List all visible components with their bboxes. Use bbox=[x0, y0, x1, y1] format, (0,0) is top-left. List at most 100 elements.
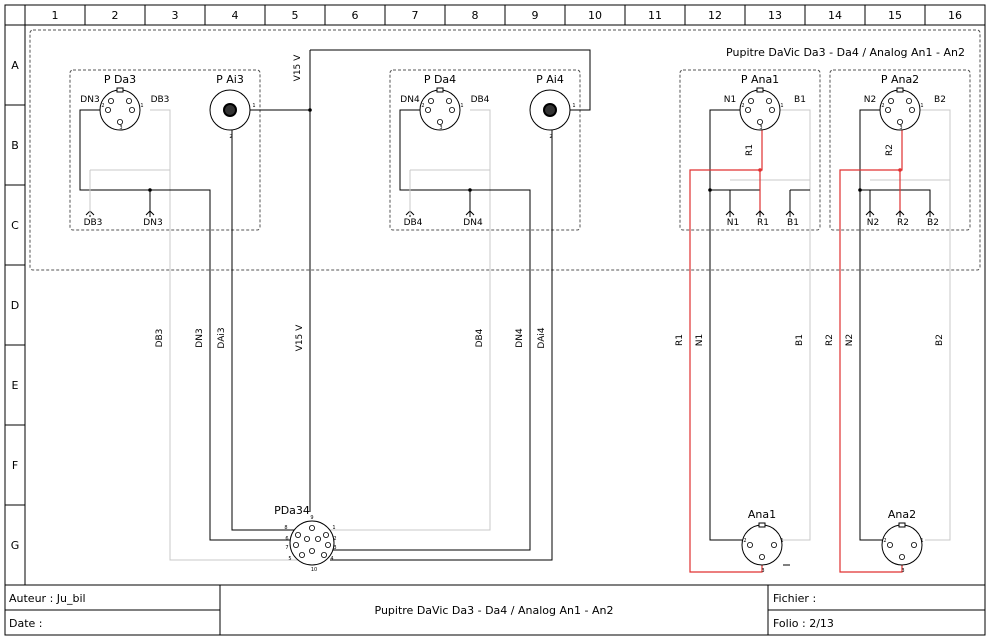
wire-label-n2: N2 bbox=[845, 334, 855, 346]
column-header: 1 bbox=[52, 9, 59, 22]
wire-label-n1: N1 bbox=[695, 334, 705, 346]
pin-label-right: B2 bbox=[934, 95, 946, 105]
row-header: A bbox=[11, 59, 19, 72]
pin-number: 3 bbox=[333, 545, 336, 551]
pin-number: 3 bbox=[439, 125, 442, 131]
column-header: 5 bbox=[292, 9, 299, 22]
wire-label-db4: DB4 bbox=[475, 328, 485, 347]
frame-da3 bbox=[69, 69, 261, 231]
pin-number: 1 bbox=[780, 538, 783, 544]
pin-label-right: DB4 bbox=[471, 95, 490, 105]
terminal-label: R1 bbox=[757, 218, 769, 228]
pin-number: 2 bbox=[333, 536, 336, 542]
pin-number: 2 bbox=[101, 103, 104, 109]
pin-label-left: N2 bbox=[864, 95, 876, 105]
pin-number: 1 bbox=[920, 538, 923, 544]
pin-number: 1 bbox=[460, 103, 463, 109]
pin-number: 3 bbox=[759, 125, 762, 131]
pin-number: 1 bbox=[780, 103, 783, 109]
pin-number: 2 bbox=[229, 134, 232, 140]
pin-number: 2 bbox=[421, 103, 424, 109]
terminal-label: N2 bbox=[867, 218, 879, 228]
connector-name: Ana1 bbox=[748, 508, 776, 521]
terminal: R1 bbox=[755, 210, 769, 228]
pin-number: 7 bbox=[285, 545, 288, 551]
connector-name: P Ai3 bbox=[216, 73, 244, 86]
pin-number: 1 bbox=[140, 103, 143, 109]
pin-number: 3 bbox=[119, 125, 122, 131]
author-field: Auteur : Ju_bil bbox=[9, 592, 86, 605]
cartouche-title: Pupitre DaVic Da3 - Da4 / Analog An1 - A… bbox=[375, 604, 614, 617]
wire-label-v15: V15 V bbox=[295, 324, 305, 351]
wire-label-dai4: DAi4 bbox=[537, 327, 547, 348]
folio-field: Folio : 2/13 bbox=[773, 617, 834, 630]
terminal: DN3 bbox=[143, 210, 163, 228]
column-header: 13 bbox=[768, 9, 782, 22]
connector-name: P Ana1 bbox=[741, 73, 779, 86]
row-header: G bbox=[11, 539, 20, 552]
connector-pai3: P Ai3 1 2 bbox=[209, 73, 256, 140]
junctions bbox=[148, 108, 902, 192]
connector-name: P Ai4 bbox=[536, 73, 564, 86]
frame-da4 bbox=[389, 69, 581, 231]
column-header: 12 bbox=[708, 9, 722, 22]
pin-number: 3 bbox=[899, 125, 902, 131]
terminal-label: N1 bbox=[727, 218, 739, 228]
pin-label-left: DN4 bbox=[400, 95, 420, 105]
date-field: Date : bbox=[9, 617, 43, 630]
row-header: D bbox=[11, 299, 19, 312]
console-frame bbox=[29, 29, 981, 271]
pin-number: 1 bbox=[252, 103, 255, 109]
terminal: R2 bbox=[895, 210, 909, 228]
column-header: 11 bbox=[648, 9, 662, 22]
pin-number: 3 bbox=[901, 568, 904, 574]
terminal: B2 bbox=[925, 210, 939, 228]
wire-label-b1: B1 bbox=[795, 334, 805, 346]
connector-name: Ana2 bbox=[888, 508, 916, 521]
terminal: N1 bbox=[725, 210, 739, 228]
pin-label-left: N1 bbox=[724, 95, 736, 105]
connector-pana2: P Ana2 2 1 3 N2 B2 bbox=[864, 73, 946, 131]
column-header: 8 bbox=[472, 9, 479, 22]
terminal: B1 bbox=[785, 210, 799, 228]
connector-name: PDa34 bbox=[274, 504, 310, 517]
row-header: B bbox=[11, 139, 19, 152]
terminal: N2 bbox=[865, 210, 879, 228]
frame-ana2 bbox=[829, 69, 971, 231]
analog-wires bbox=[689, 130, 903, 573]
file-field: Fichier : bbox=[773, 592, 816, 605]
row-header: C bbox=[11, 219, 19, 232]
pin-number: 2 bbox=[549, 134, 552, 140]
terminal-label: DB4 bbox=[404, 218, 423, 228]
pin-number: 1 bbox=[920, 103, 923, 109]
terminal-label: DB3 bbox=[84, 218, 103, 228]
pin-number: 6 bbox=[285, 536, 288, 542]
pin-number: 10 bbox=[311, 567, 317, 573]
row-header: F bbox=[12, 459, 18, 472]
pin-number: 8 bbox=[284, 525, 287, 531]
column-header: 15 bbox=[888, 9, 902, 22]
terminal: DB4 bbox=[404, 210, 423, 228]
connector-name: P Ana2 bbox=[881, 73, 919, 86]
wire-label-r1: R1 bbox=[675, 334, 685, 346]
terminal-label: B1 bbox=[787, 218, 799, 228]
sheet-border bbox=[4, 4, 986, 636]
pin-number: 2 bbox=[741, 103, 744, 109]
column-header: 6 bbox=[352, 9, 359, 22]
column-header: 14 bbox=[828, 9, 842, 22]
pin-number: 2 bbox=[883, 538, 886, 544]
wire-label-v15_top: V15 V bbox=[293, 54, 303, 81]
terminal-label: B2 bbox=[927, 218, 939, 228]
pin-number: 1 bbox=[332, 525, 335, 531]
pin-number: 2 bbox=[881, 103, 884, 109]
terminal: DB3 bbox=[84, 210, 103, 228]
wire-label-dai3: DAi3 bbox=[217, 327, 227, 348]
